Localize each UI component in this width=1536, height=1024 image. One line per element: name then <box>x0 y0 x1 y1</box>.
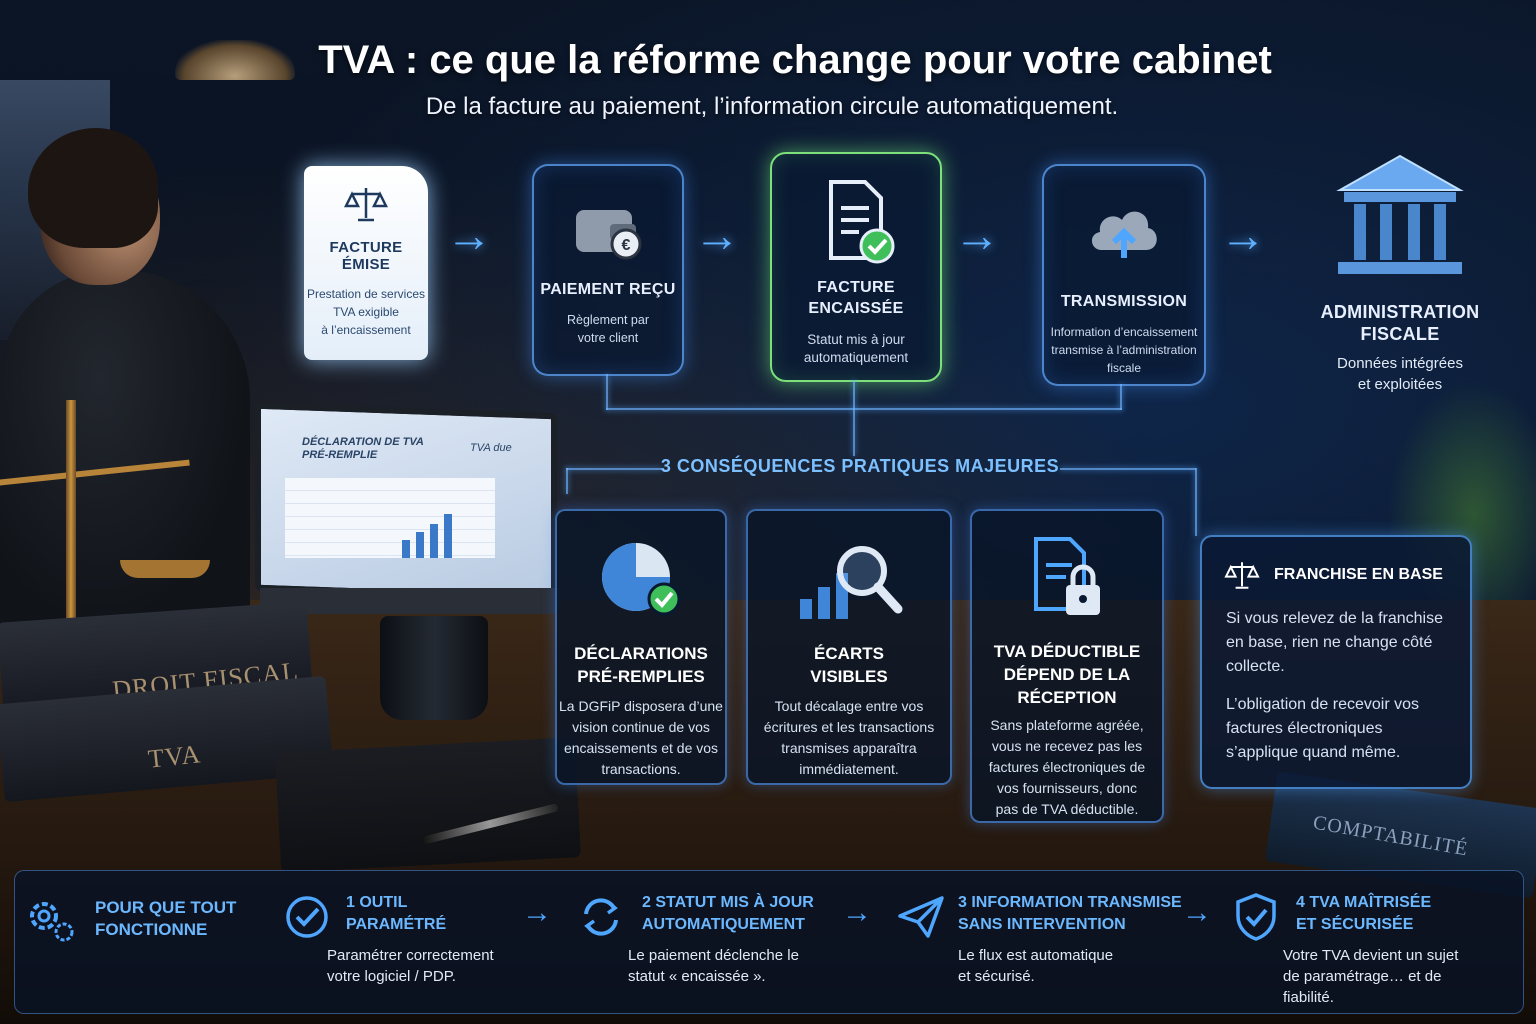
franchise-panel: FRANCHISE EN BASE Si vous relevez de la … <box>1200 535 1472 789</box>
scales-icon <box>1224 562 1260 589</box>
gears-icon <box>30 902 74 942</box>
check-circle-icon <box>286 896 328 938</box>
coffee-mug <box>380 616 488 720</box>
government-building-icon <box>1336 154 1464 274</box>
pie-chart-check-icon <box>602 543 681 616</box>
wallet-euro-icon: € <box>576 210 642 260</box>
scales-icon <box>343 188 389 222</box>
document-lock-icon <box>1034 537 1100 615</box>
ceiling-lamp <box>175 40 295 80</box>
flow-arrow-1: → <box>446 209 492 261</box>
connector <box>1195 468 1197 536</box>
connector <box>853 380 855 456</box>
flow-arrow-4: → <box>1220 209 1266 261</box>
step-arrow-3: → <box>1182 896 1212 929</box>
svg-text:€: € <box>622 237 631 254</box>
consequences-title: 3 CONSÉQUENCES PRATIQUES MAJEURES <box>660 456 1060 476</box>
page-title: TVA : ce que la réforme change pour votr… <box>318 38 1272 82</box>
flow-arrow-3: → <box>954 209 1000 261</box>
connector <box>566 468 662 470</box>
shield-check-icon <box>1236 893 1276 941</box>
connector <box>606 374 608 410</box>
flow-arrow-2: → <box>694 209 740 261</box>
notebook <box>275 737 581 873</box>
laptop-table <box>285 478 495 558</box>
steps-banner <box>14 870 1524 1014</box>
bar-chart-magnifier-icon <box>800 546 903 619</box>
cloud-upload-icon <box>1091 211 1157 258</box>
scales-of-justice-icon <box>66 400 76 640</box>
laptop-bar-chart-icon <box>402 514 452 558</box>
woman-figure <box>0 270 250 630</box>
document-check-icon <box>829 180 895 264</box>
laptop-due-label: TVA due <box>470 442 512 454</box>
book-label-tva: TVA <box>146 739 203 774</box>
step-arrow-1: → <box>522 896 552 929</box>
franchise-title: FRANCHISE EN BASE <box>1274 566 1443 583</box>
laptop-base <box>260 588 560 614</box>
scale-pan <box>120 560 210 578</box>
step-arrow-2: → <box>842 896 872 929</box>
page-subtitle: De la facture au paiement, l’information… <box>425 93 1119 120</box>
connector <box>566 468 568 494</box>
connector <box>1060 468 1196 470</box>
connector <box>1120 384 1122 410</box>
connector <box>606 408 1122 410</box>
woman-hair <box>28 128 158 248</box>
paper-plane-icon <box>898 896 944 938</box>
refresh-icon <box>584 898 618 936</box>
